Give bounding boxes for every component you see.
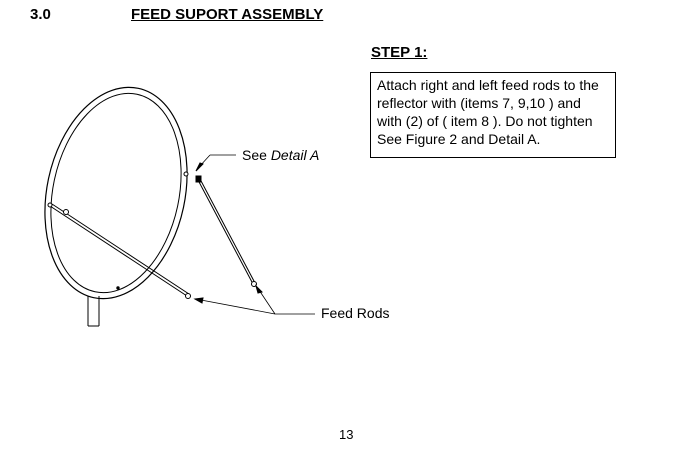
section-number: 3.0 — [30, 6, 51, 23]
feed-rods-leader — [193, 284, 315, 315]
step-instructions-text: Attach right and left feed rods to the r… — [377, 77, 599, 147]
detail-a-leader — [195, 154, 236, 172]
reflector-dish — [44, 86, 188, 300]
feed-rods-callout: Feed Rods — [321, 305, 390, 321]
feed-rod-right — [183, 171, 257, 287]
detail-a-callout: See Detail A — [242, 147, 319, 163]
mount-pole — [87, 296, 100, 327]
page-number: 13 — [339, 427, 354, 442]
arrowhead-icon — [195, 162, 204, 172]
section-title: FEED SUPORT ASSEMBLY — [131, 6, 324, 23]
arrowhead-icon — [193, 297, 204, 304]
arrowhead-icon — [254, 284, 263, 294]
feed-rod-left — [47, 202, 191, 299]
step-title: STEP 1: — [371, 44, 428, 61]
detail-a-prefix: See — [242, 147, 267, 163]
detail-a-name: Detail A — [270, 147, 320, 163]
step-instructions-box: Attach right and left feed rods to the r… — [370, 72, 616, 158]
